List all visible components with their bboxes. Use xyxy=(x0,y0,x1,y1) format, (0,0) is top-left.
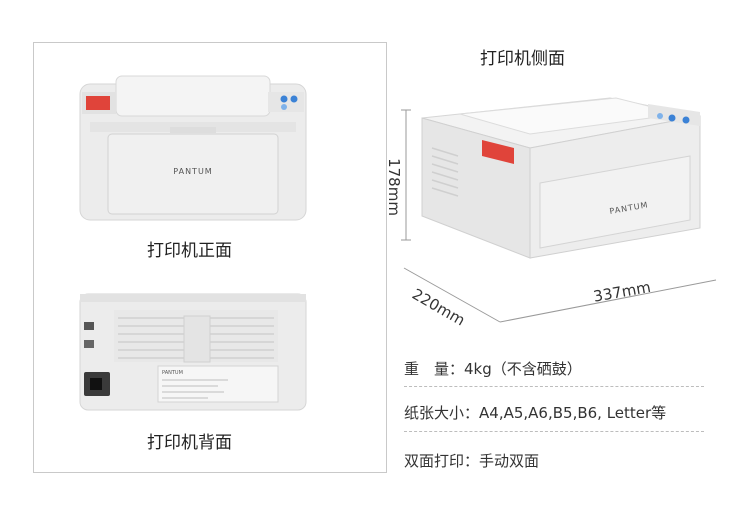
printer-side-image: PANTUM xyxy=(421,97,701,259)
spec-weight: 重 量：4kg（不含硒鼓） xyxy=(404,358,582,379)
spec-duplex: 双面打印：手动双面 xyxy=(404,450,539,471)
spec-duplex-label: 双面打印： xyxy=(404,452,480,470)
spec-paper-size-value: A4,A5,A6,B5,B6, Letter等 xyxy=(479,404,667,422)
divider xyxy=(404,431,704,432)
spec-weight-value: 4kg（不含硒鼓） xyxy=(464,360,582,378)
printer-back-image: PANTUM xyxy=(79,293,307,411)
front-caption: 打印机正面 xyxy=(147,241,232,261)
back-caption: 打印机背面 xyxy=(147,433,232,453)
dimension-lines xyxy=(401,109,717,323)
spec-paper-size-label: 纸张大小： xyxy=(404,404,480,422)
printer-front-image: PANTUM xyxy=(79,75,307,221)
side-caption: 打印机侧面 xyxy=(480,49,565,69)
spec-weight-label: 重 量： xyxy=(404,360,465,378)
spec-duplex-value: 手动双面 xyxy=(479,452,540,470)
spec-paper-size: 纸张大小：A4,A5,A6,B5,B6, Letter等 xyxy=(404,402,666,423)
dimension-height: 178mm xyxy=(384,158,403,216)
divider xyxy=(404,386,704,387)
back-brand-text: PANTUM xyxy=(162,370,183,376)
left-panel xyxy=(33,42,387,473)
front-brand-text: PANTUM xyxy=(173,167,212,176)
